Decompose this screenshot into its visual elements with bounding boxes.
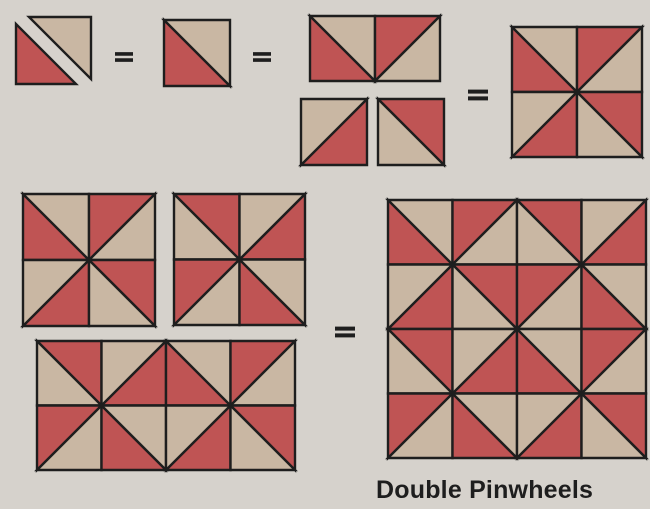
quilt-block-1-1-cell-1 — [385, 197, 456, 268]
pinwheel-block-cell-2 — [574, 24, 645, 95]
split-triangles — [14, 15, 93, 86]
quilt-block-1-2-cell-2 — [578, 197, 649, 268]
equals-sign-2 — [253, 52, 271, 62]
pinwheel-row-left-cell-1 — [34, 338, 105, 409]
pinwheel-block-a-cell-2 — [86, 191, 158, 263]
pinwheel-block-cell-1 — [509, 24, 580, 95]
half-square-triangle — [161, 17, 233, 89]
pinwheel-block-cell-3 — [509, 89, 580, 160]
pinwheel-row-left-cell-3 — [34, 402, 105, 473]
quilt-block-2-1-cell-3 — [385, 390, 456, 461]
pinwheel-block-a-cell-3 — [20, 257, 92, 329]
pinwheel-block-a-cell-1 — [20, 191, 92, 263]
hst-unit-3 — [298, 96, 370, 168]
quilt-block-2-2-cell-1 — [514, 326, 585, 397]
quilt-block-1-2-cell-1 — [514, 197, 585, 268]
quilt-block-2-1-cell-2 — [449, 326, 520, 397]
quilt-block-1-1-cell-2 — [449, 197, 520, 268]
pinwheel-block-cell-4 — [574, 89, 645, 160]
pinwheel-row-left-cell-4 — [98, 402, 169, 473]
pinwheel-block-b-cell-3 — [171, 256, 243, 328]
equals-sign-3 — [468, 89, 488, 101]
quilt-block-1-1-cell-4 — [449, 261, 520, 332]
pinwheel-row-right-cell-3 — [163, 402, 234, 473]
pinwheel-row-right-cell-1 — [163, 338, 234, 409]
pinwheel-row-left-cell-2 — [98, 338, 169, 409]
pinwheel-block-b-cell-2 — [236, 191, 308, 263]
equals-sign-4 — [335, 326, 355, 338]
diagram-caption: Double Pinwheels — [376, 476, 594, 504]
quilt-block-2-1-cell-4 — [449, 390, 520, 461]
quilt-block-1-1-cell-3 — [385, 261, 456, 332]
quilt-block-2-1-cell-1 — [385, 326, 456, 397]
hst-unit-1 — [307, 13, 378, 84]
quilt-block-1-2-cell-4 — [578, 261, 649, 332]
equals-sign-1 — [115, 52, 133, 62]
pinwheel-row-right-cell-4 — [227, 402, 298, 473]
pinwheel-row-right-cell-2 — [227, 338, 298, 409]
quilt-block-2-2-cell-3 — [514, 390, 585, 461]
pinwheel-block-a-cell-4 — [86, 257, 158, 329]
quilt-block-1-2-cell-3 — [514, 261, 585, 332]
pinwheel-block-b-cell-1 — [171, 191, 243, 263]
hst-unit-4 — [375, 96, 447, 168]
quilt-block-2-2-cell-2 — [578, 326, 649, 397]
pinwheel-block-b-cell-4 — [236, 256, 308, 328]
quilt-block-2-2-cell-4 — [578, 390, 649, 461]
hst-unit-2 — [372, 13, 443, 84]
